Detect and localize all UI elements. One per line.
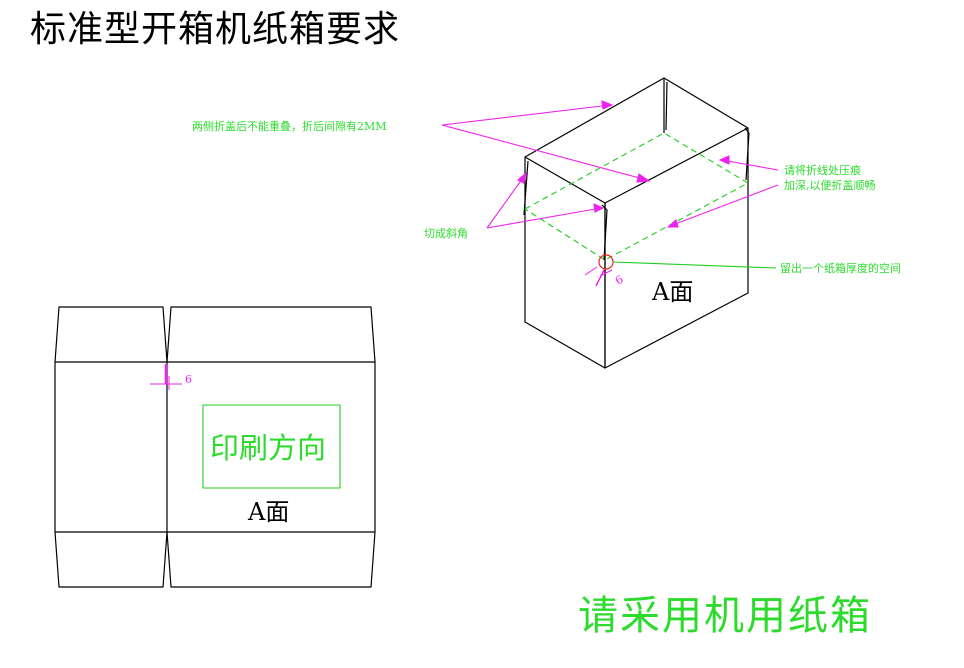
box-front-face [524,156,606,369]
leader-crease-1 [721,159,779,171]
annotation-bevel-cut: 切成斜角 [424,227,468,240]
leader-gap-space [612,261,777,269]
flat-top-flap-right [166,306,376,363]
flat-bottom-flap-left [54,531,168,588]
leader-crease-2 [669,184,779,227]
box-side-face [604,127,749,369]
leader-overlap-1 [441,104,611,126]
flat-dimension-label: 6 [185,373,192,386]
box-back-corner-inner [665,81,668,131]
annotation-gap-space: 留出一个纸箱厚度的空间 [780,261,901,275]
box-dimension-label: 6 [613,273,626,288]
box-fold-lines [524,132,750,261]
flat-layout [54,306,376,588]
page-title: 标准型开箱机纸箱要求 [30,9,401,50]
annotation-crease-line-1: 请将折线处压痕 [784,163,861,177]
fold-line-loop [524,132,750,261]
flat-face-label: A面 [247,498,289,526]
flat-bottom-flap-right [166,531,376,588]
print-direction-label: 印刷方向 [210,431,326,465]
print-direction-box [202,404,341,489]
annotation-crease-line-2: 加深,以便折盖顺畅 [784,178,876,192]
box-front-flap-slit [601,204,608,261]
gap-circle [598,254,614,270]
gap-dim-tick [599,269,613,277]
leader-bevel-1 [486,174,526,229]
leader-bevel-2 [486,207,602,229]
annotation-flap-overlap: 两侧折盖后不能重叠，折后间隙有2MM [192,119,387,133]
flat-gap-marker [150,364,182,390]
flat-main-body [54,361,376,533]
gap-dim-line-1 [584,266,598,276]
flat-top-flap-left [54,306,168,363]
box-3d [523,77,750,369]
footer-note: 请采用机用纸箱 [578,593,872,639]
box-face-label: A面 [651,278,693,306]
gap-marker [584,254,614,287]
box-left-flap-slit [523,160,529,216]
gap-dim-line-2 [595,269,605,287]
leader-lines [441,100,779,229]
leader-overlap-2 [441,124,648,181]
